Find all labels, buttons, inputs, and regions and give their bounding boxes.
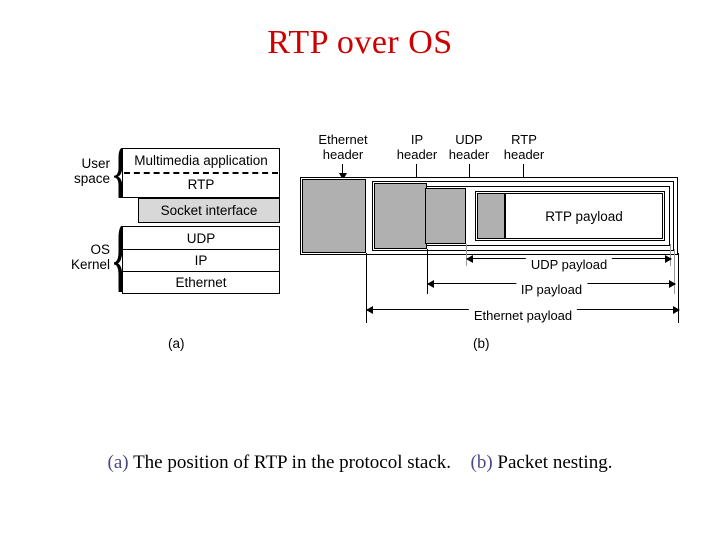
udp-header-block [425, 188, 466, 244]
ethernet-header-pointer-arrow [338, 164, 347, 180]
protocol-stack-diagram: User space { OS Kernel { Multimedia appl… [40, 120, 300, 370]
caption-b-text: Packet nesting. [497, 452, 613, 473]
os-kernel-brace-label: OS Kernel [48, 242, 110, 272]
os-kernel-brace-line1: OS [90, 242, 110, 257]
ip-header-label: IP header [386, 132, 448, 162]
layer-udp-label: UDP [186, 230, 216, 246]
user-space-brace-label: User space [58, 156, 110, 186]
packet-nesting-diagram: Ethernet header IP header UDP header RTP… [295, 120, 695, 370]
figure-caption: (a) The position of RTP in the protocol … [0, 452, 720, 474]
udp-header-label-line2: header [448, 147, 490, 162]
ethernet-payload-left-tick [366, 253, 367, 323]
layer-multimedia-application-box: Multimedia application [122, 148, 280, 172]
ip-payload-right-tick [674, 249, 675, 294]
layer-ethernet-label: Ethernet [175, 275, 227, 290]
ethernet-payload-span: Ethernet payload [366, 301, 680, 323]
ethernet-payload-right-tick [678, 253, 679, 323]
subfigure-b-label: (b) [473, 336, 490, 351]
ethernet-header-block [302, 179, 366, 253]
layer-udp-box: UDP [122, 226, 280, 249]
layer-rtp-box: RTP [122, 172, 280, 198]
user-space-brace-line2: space [73, 171, 110, 186]
udp-payload-span: UDP payload [466, 250, 672, 272]
layer-ethernet-box: Ethernet [122, 271, 280, 294]
udp-header-label-line1: UDP [455, 132, 483, 147]
rtp-payload-box: RTP payload [505, 193, 663, 239]
ip-payload-label: IP payload [515, 282, 588, 297]
rtp-header-label: RTP header [491, 132, 557, 162]
user-space-brace-line1: User [81, 156, 110, 171]
udp-payload-label: UDP payload [525, 257, 613, 272]
rtp-header-label-line2: header [503, 147, 545, 162]
udp-payload-arrow: UDP payload [466, 254, 672, 272]
ethernet-header-label-line1: Ethernet [318, 132, 368, 147]
ethernet-payload-arrow: Ethernet payload [366, 305, 680, 323]
user-space-dashed-separator [124, 172, 278, 174]
ethernet-header-label-line2: header [322, 147, 364, 162]
ip-header-label-line2: header [396, 147, 438, 162]
ip-payload-left-tick [427, 249, 428, 294]
layer-multimedia-application-label: Multimedia application [134, 153, 268, 168]
rtp-payload-label: RTP payload [545, 208, 623, 224]
caption-a-index: (a) [107, 452, 129, 473]
ip-payload-span: IP payload [427, 275, 676, 297]
caption-a-text: The position of RTP in the protocol stac… [133, 452, 452, 473]
layer-ip-label: IP [194, 253, 208, 268]
subfigure-a-label: (a) [168, 336, 185, 351]
ethernet-header-label: Ethernet header [301, 132, 385, 162]
ip-header-label-line1: IP [410, 132, 424, 147]
rtp-header-label-line1: RTP [511, 132, 537, 147]
caption-b-index: (b) [470, 452, 493, 473]
ethernet-payload-label: Ethernet payload [468, 308, 578, 323]
layer-ip-box: IP [122, 249, 280, 271]
layer-socket-interface-label: Socket interface [160, 203, 258, 218]
page-title: RTP over OS [267, 24, 453, 61]
layer-rtp-label: RTP [187, 177, 215, 192]
figure-container: User space { OS Kernel { Multimedia appl… [0, 120, 720, 370]
ip-payload-arrow: IP payload [427, 279, 676, 297]
udp-header-label: UDP header [435, 132, 503, 162]
layer-socket-interface-box: Socket interface [138, 198, 280, 223]
os-kernel-brace-line2: Kernel [70, 257, 110, 272]
rtp-header-block [477, 193, 505, 239]
ip-header-block [374, 183, 427, 249]
